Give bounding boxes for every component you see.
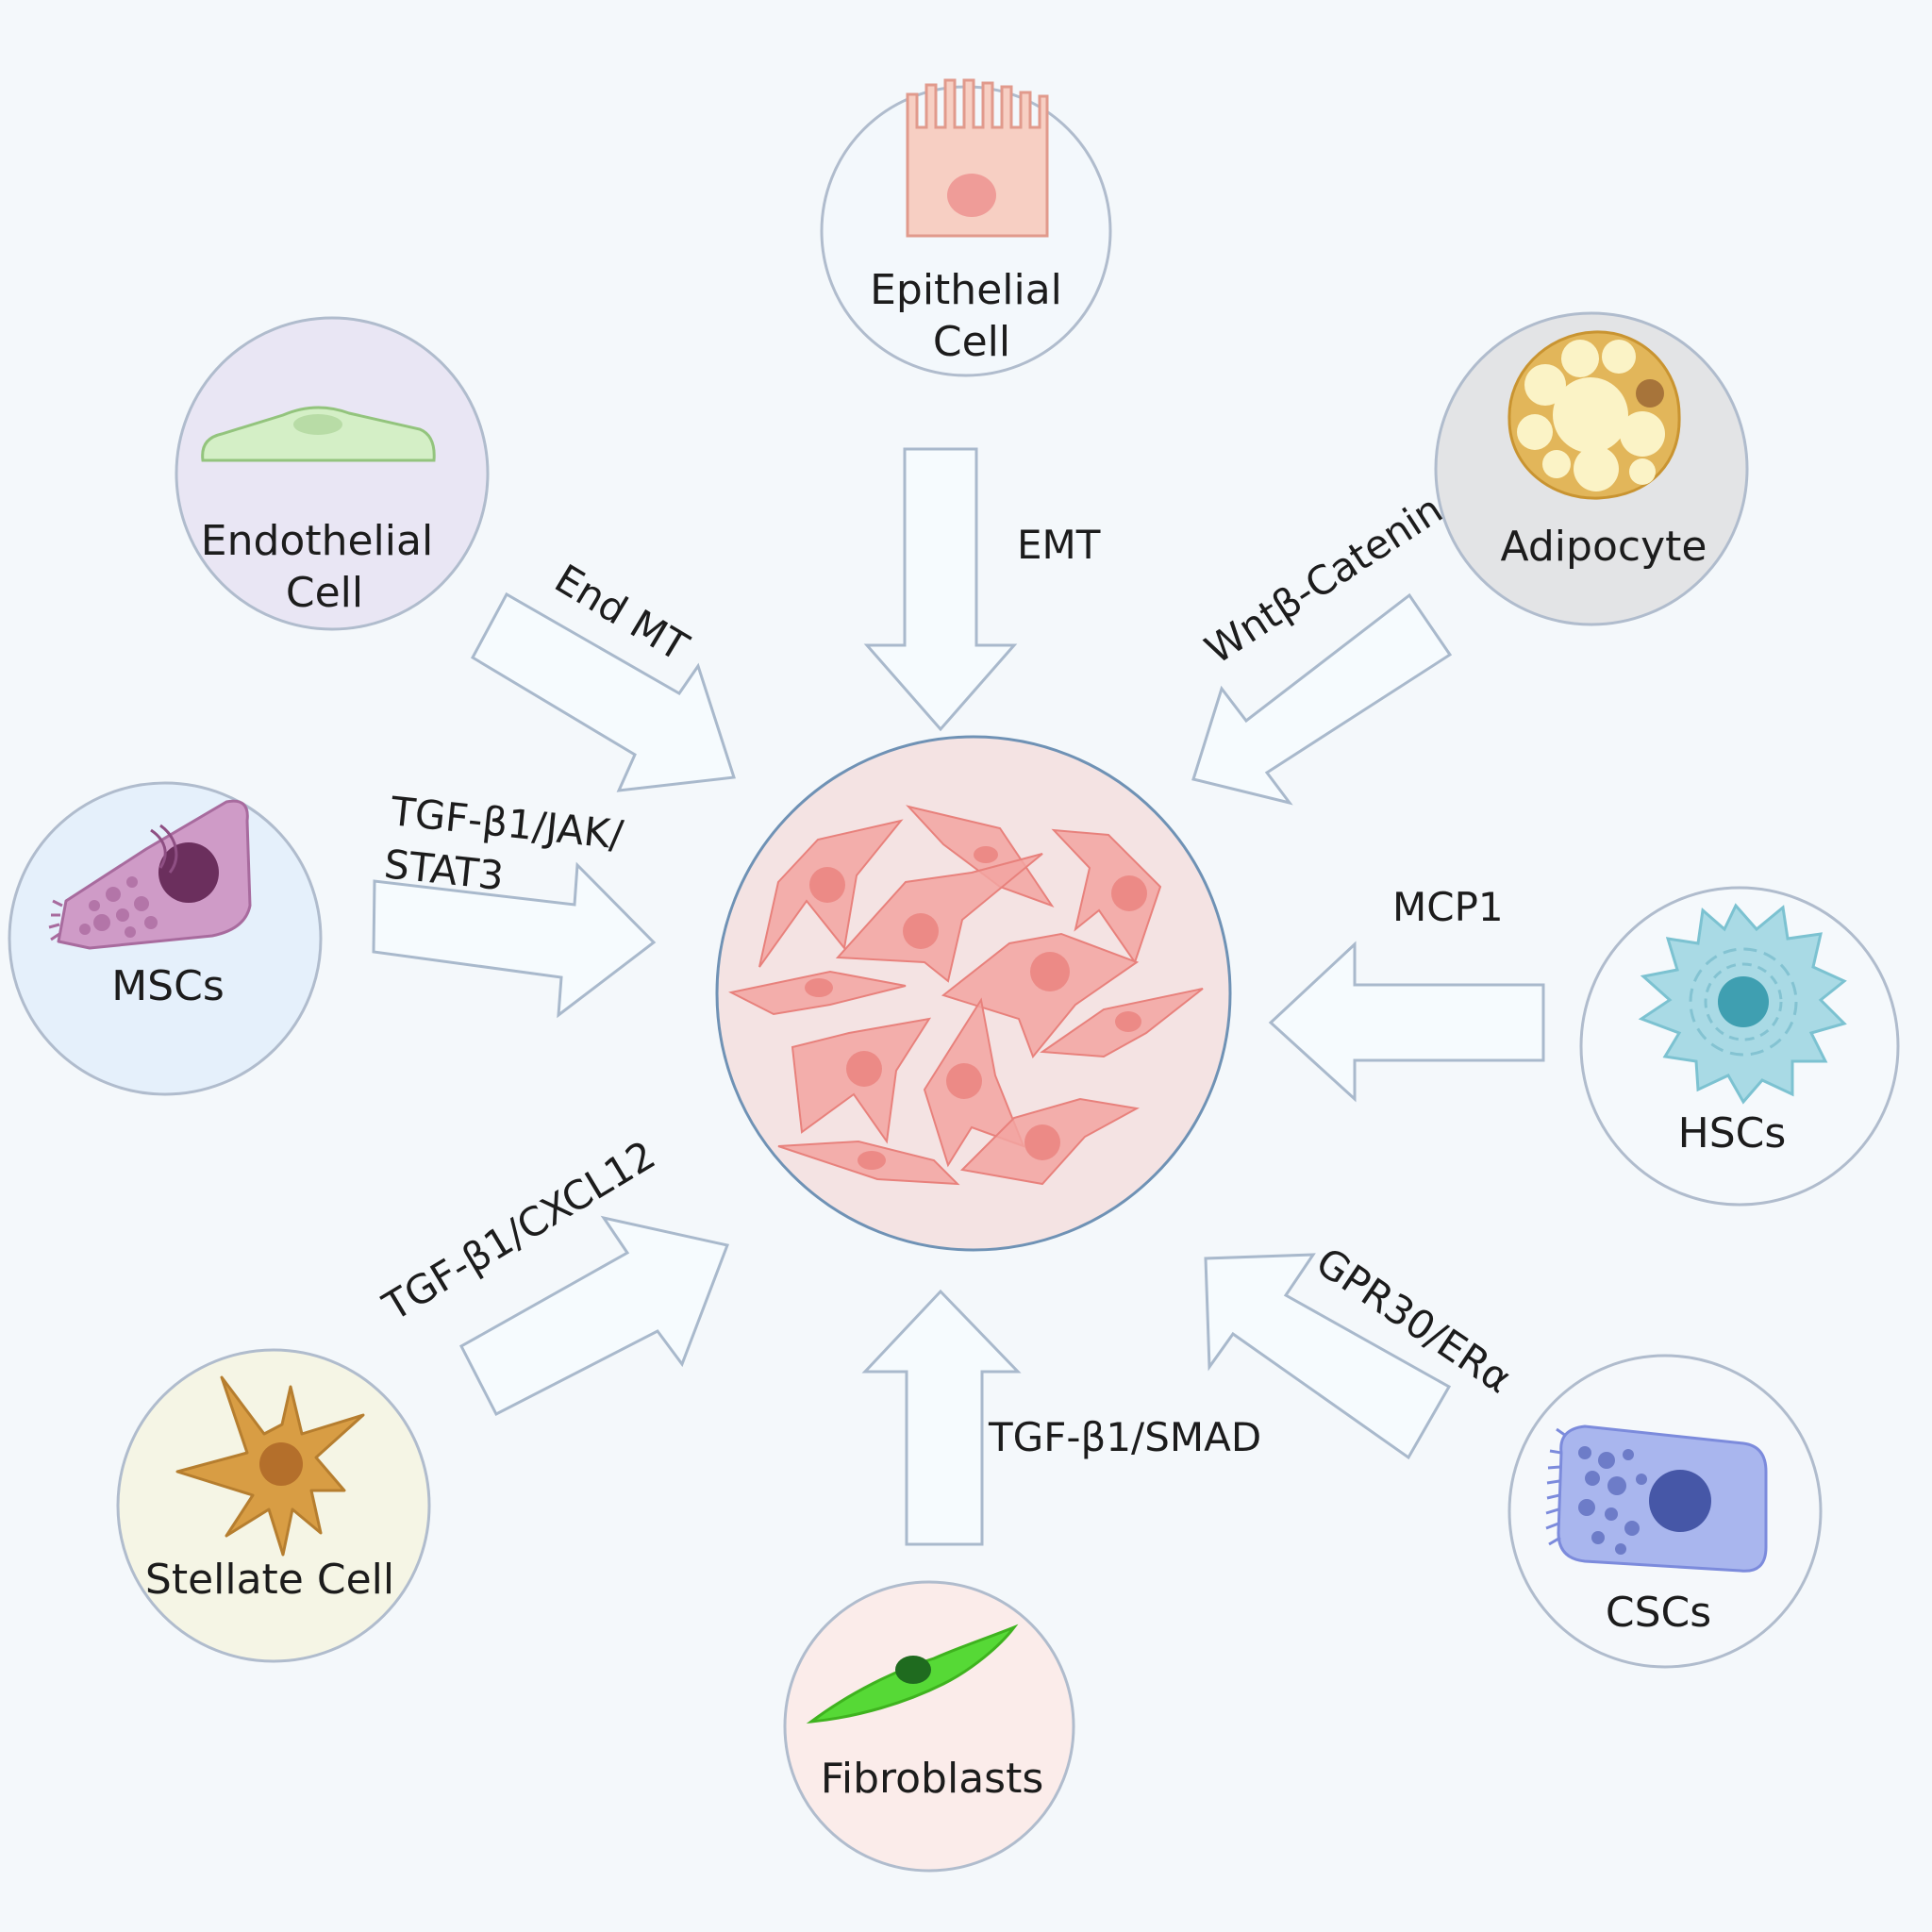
arrow-cscs: [1204, 1253, 1452, 1460]
fibroblast-icon: [806, 1624, 1019, 1724]
pathway-label-epithelial: EMT: [1017, 522, 1101, 568]
node-label: Adipocyte: [1501, 523, 1707, 571]
arrow-mscs: [372, 861, 657, 1019]
arrow-fibroblasts: [861, 1289, 1022, 1546]
node-label: Cell: [286, 569, 363, 617]
pathway-label-hscs: MCP1: [1392, 884, 1504, 930]
arrow-epithelial: [863, 447, 1018, 732]
msc-icon: [48, 799, 252, 950]
pathway-label-fibroblasts: TGF-β1/SMAD: [988, 1414, 1261, 1460]
arrow-adipocyte: [1191, 592, 1453, 806]
node-stellate: Stellate Cell: [116, 1348, 431, 1663]
csc-icon: [1545, 1424, 1768, 1573]
node-adipocyte: Adipocyte: [1434, 311, 1749, 626]
center-cafs-circle: [715, 735, 1232, 1252]
node-cscs: CSCs: [1507, 1354, 1823, 1669]
node-epithelial: Epithelial Cell: [820, 78, 1112, 377]
node-mscs: MSCs: [8, 781, 323, 1096]
hsc-icon: [1638, 903, 1847, 1105]
node-label: Epithelial: [870, 266, 1062, 314]
stellate-cell-icon: [175, 1375, 365, 1557]
node-fibroblasts: Fibroblasts: [783, 1580, 1075, 1873]
node-label: HSCs: [1678, 1109, 1787, 1158]
endothelial-cell-icon: [201, 406, 436, 462]
adipocyte-icon: [1507, 330, 1681, 500]
arrow-hscs: [1268, 941, 1545, 1103]
epithelial-cell-icon: [906, 78, 1049, 238]
node-label: Stellate Cell: [145, 1556, 394, 1604]
node-hscs: HSCs: [1579, 886, 1900, 1207]
caf-nucleus: [805, 846, 1147, 1170]
node-label: MSCs: [111, 962, 225, 1010]
node-label: Fibroblasts: [821, 1755, 1044, 1803]
node-label: Cell: [933, 318, 1010, 366]
arrow-stellate: [459, 1215, 730, 1417]
arrow-endothelial: [471, 591, 736, 792]
node-endothelial: Endothelial Cell: [175, 316, 490, 631]
node-label: Endothelial: [201, 517, 433, 565]
node-label: CSCs: [1606, 1589, 1711, 1637]
